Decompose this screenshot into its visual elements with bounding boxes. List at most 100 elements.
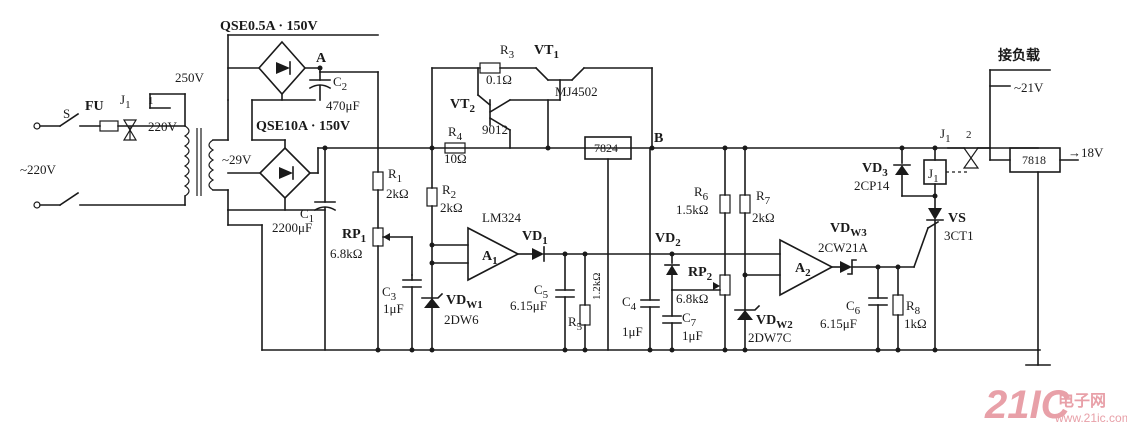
label-c7-val: 1μF xyxy=(682,328,703,343)
label-r4: R4 xyxy=(448,124,463,143)
label-node-b: B xyxy=(654,131,663,146)
label-j1a: J1 xyxy=(120,92,131,111)
resistor-r1 xyxy=(372,171,384,191)
label-r6-val: 1.5kΩ xyxy=(676,202,708,217)
resistor-r6 xyxy=(719,194,731,214)
label-vt1: VT1 xyxy=(534,43,559,61)
label-vt2: VT2 xyxy=(450,97,475,115)
label-r6: R6 xyxy=(694,184,709,203)
label-c5: C5 xyxy=(534,282,549,301)
label-vd3: VD3 xyxy=(862,161,888,179)
label-rp2-val: 6.8kΩ xyxy=(676,291,708,306)
watermark: 21IC 电子网 www.21ic.com xyxy=(984,383,1127,427)
label-node-a: A xyxy=(316,51,327,66)
label-r2: R2 xyxy=(442,182,456,201)
watermark-url: www.21ic.com xyxy=(1054,411,1127,425)
label-vd3-part: 2CP14 xyxy=(854,178,890,193)
label-r3-val: 0.1Ω xyxy=(486,72,512,87)
label-vdw2: VDW2 xyxy=(756,313,793,331)
label-rp2: RP2 xyxy=(688,265,713,283)
label-to-load: 接负载 xyxy=(998,47,1040,64)
label-j1-out-num: 2 xyxy=(966,129,972,141)
label-fuse: FU xyxy=(85,99,104,114)
relay-driver xyxy=(893,69,1051,353)
label-out-18v: →18V xyxy=(1068,145,1104,160)
label-c3-val: 1μF xyxy=(383,301,404,316)
label-vt1-part: MJ4502 xyxy=(555,84,598,99)
label-29v: ~29V xyxy=(222,152,252,167)
label-switch-s: S xyxy=(63,106,70,121)
watermark-brand: 21IC xyxy=(984,383,1071,427)
label-c1: C1 xyxy=(300,206,314,225)
label-220v: 220V xyxy=(148,119,178,134)
relay-contact-j1a xyxy=(122,119,138,132)
opamp-a1 xyxy=(431,226,781,353)
label-r8: R8 xyxy=(906,298,921,317)
label-vs: VS xyxy=(948,211,966,226)
zener-vdw3 xyxy=(840,261,852,273)
fuse-fu xyxy=(99,120,119,132)
potentiometer-rp2 xyxy=(719,274,731,296)
thyristor-vs xyxy=(928,208,942,220)
label-c1-val: 2200μF xyxy=(272,220,312,235)
label-7824: 7824 xyxy=(594,141,618,155)
label-vdw2-part: 2DW7C xyxy=(748,330,791,345)
resistor-r4 xyxy=(444,142,466,154)
label-vd2: VD2 xyxy=(655,231,681,249)
label-r3: R3 xyxy=(500,42,515,61)
zener-vdw1 xyxy=(424,298,440,308)
label-r1-val: 2kΩ xyxy=(386,186,409,201)
label-c6-val: 6.15μF xyxy=(820,316,857,331)
transistor-vt2 xyxy=(476,93,492,107)
label-r5-val: 1.2kΩ xyxy=(591,273,603,300)
diode-vd2 xyxy=(666,265,678,275)
label-c5-val: 6.15μF xyxy=(510,298,547,313)
label-r2-val: 2kΩ xyxy=(440,200,463,215)
diode-vd1 xyxy=(532,248,544,260)
input-terminal-top xyxy=(33,122,41,130)
label-out-21v: ~21V xyxy=(1014,80,1044,95)
label-vd1: VD1 xyxy=(522,229,548,247)
ac-input-section xyxy=(33,93,186,209)
label-r1: R1 xyxy=(388,166,402,185)
transformer xyxy=(183,99,229,211)
diode-vd3 xyxy=(895,165,909,175)
label-c3: C3 xyxy=(382,284,397,303)
label-c2: C2 xyxy=(333,74,347,93)
second-stage xyxy=(640,145,781,353)
reference-r2-vdw1 xyxy=(421,147,444,353)
switch-s xyxy=(58,112,80,128)
watermark-cn: 电子网 xyxy=(1058,391,1106,410)
label-7818: 7818 xyxy=(1022,153,1046,167)
label-a2: A2 xyxy=(795,261,811,279)
label-c4-val: 1μF xyxy=(622,324,643,339)
resistor-r7 xyxy=(739,194,751,214)
label-r7-val: 2kΩ xyxy=(752,210,775,225)
divider-r1-rp1 xyxy=(372,71,422,353)
potentiometer-rp1 xyxy=(372,227,384,247)
label-vdw3: VDW3 xyxy=(830,221,867,239)
label-r5: R5 xyxy=(568,314,583,333)
label-vt2-part: 9012 xyxy=(482,122,508,137)
label-c2-val: 470μF xyxy=(326,98,360,113)
pass-transistor-section xyxy=(429,62,655,154)
label-rp1: RP1 xyxy=(342,227,366,245)
label-r7: R7 xyxy=(756,188,771,207)
label-r4-val: 10Ω xyxy=(444,151,467,166)
label-vdw1: VDW1 xyxy=(446,293,483,311)
label-j1-coil: J1 xyxy=(928,166,939,185)
label-c7: C7 xyxy=(682,310,697,329)
label-r8-val: 1kΩ xyxy=(904,316,927,331)
relay-contact-j1b xyxy=(962,147,980,160)
label-qse1: QSE0.5A · 150V xyxy=(220,19,318,34)
bridge-rectifier-qse10a xyxy=(227,139,1039,351)
label-vs-part: 3CT1 xyxy=(944,228,974,243)
label-250v: 250V xyxy=(175,70,205,85)
input-terminal-bottom xyxy=(33,201,41,209)
opamp-a2 xyxy=(779,226,930,353)
resistor-r2 xyxy=(426,187,438,207)
bridge-rectifier-qse05a xyxy=(227,34,379,141)
label-a1: A1 xyxy=(482,249,498,267)
label-rp1-val: 6.8kΩ xyxy=(330,246,362,261)
